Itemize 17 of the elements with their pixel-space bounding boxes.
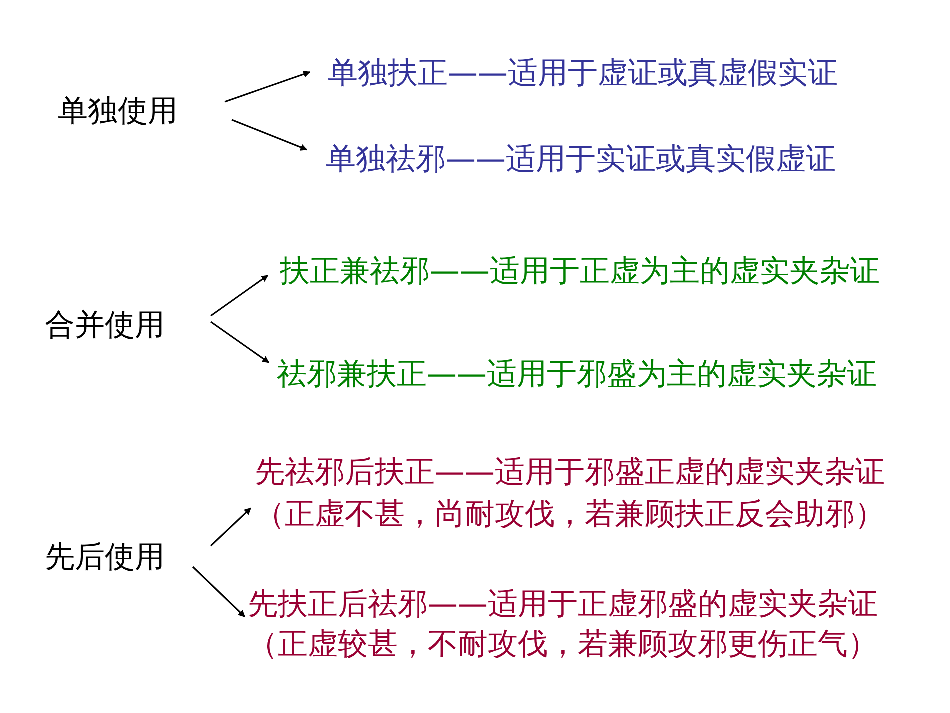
category-label: 单独使用 xyxy=(58,94,178,130)
method-text: 先扶正后祛邪——适用于正虚邪盛的虚实夹杂证 xyxy=(248,586,878,624)
category-label: 先后使用 xyxy=(45,540,165,576)
note-text: （正虚不甚，尚耐攻伐，若兼顾扶正反会助邪） xyxy=(255,496,885,534)
arrow xyxy=(192,566,246,618)
arrow xyxy=(210,508,252,547)
arrow xyxy=(232,119,308,151)
category-label: 合并使用 xyxy=(45,308,165,344)
note-text: （正虚较甚，不耐攻伐，若兼顾攻邪更伤正气） xyxy=(248,626,878,664)
arrow xyxy=(210,274,269,317)
method-text: 单独祛邪——适用于实证或真实假虚证 xyxy=(326,142,836,178)
arrow xyxy=(224,70,311,103)
method-text: 先祛邪后扶正——适用于邪盛正虚的虚实夹杂证 xyxy=(255,454,885,492)
method-text: 扶正兼祛邪——适用于正虚为主的虚实夹杂证 xyxy=(280,254,880,290)
method-text: 祛邪兼扶正——适用于邪盛为主的虚实夹杂证 xyxy=(277,357,877,393)
arrow xyxy=(210,321,270,364)
method-text: 单独扶正——适用于虚证或真虚假实证 xyxy=(328,56,838,92)
